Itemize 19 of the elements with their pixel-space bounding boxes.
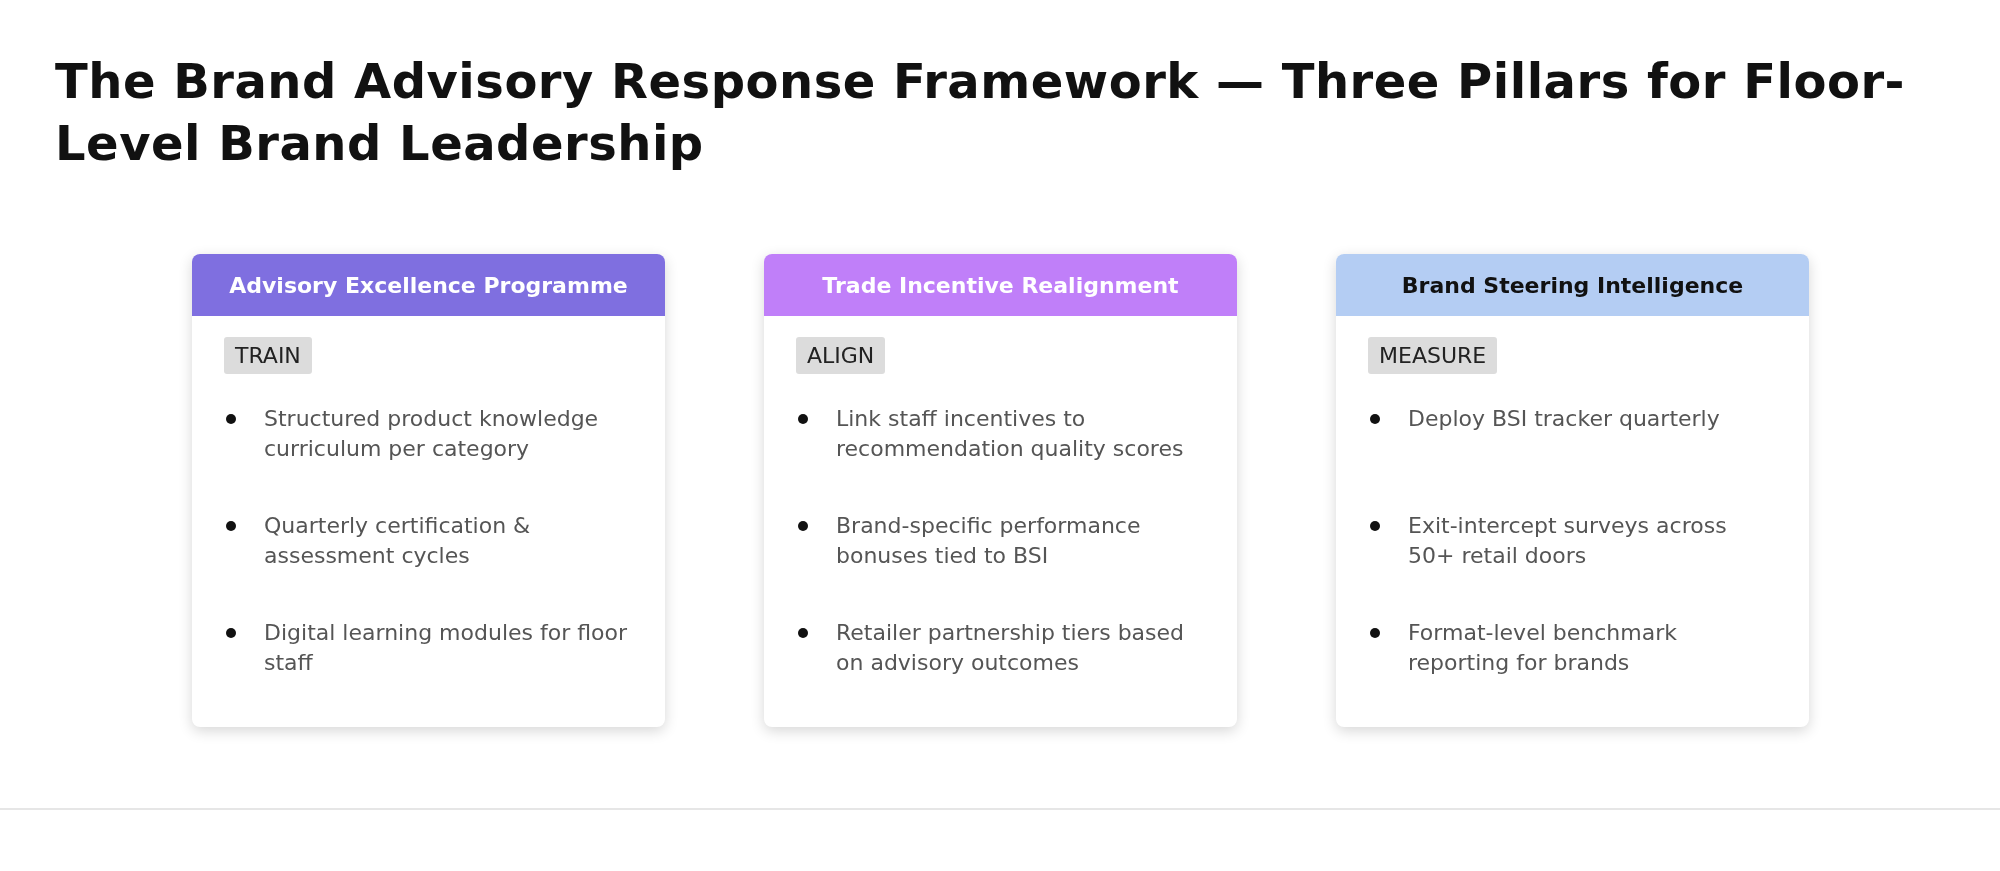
bullet-text: Link staff incentives to recommendation quality scores xyxy=(836,405,1185,463)
bullet-text: Digital learning modules for floor staff xyxy=(264,619,629,677)
bullet-text: Brand-specific performance bonuses tied to BSI xyxy=(836,512,1142,570)
tag-label: MEASURE xyxy=(1368,337,1498,374)
pillar-card xyxy=(1336,254,1809,727)
card-header: Trade Incentive Realignment xyxy=(764,254,1237,316)
tag-label: TRAIN xyxy=(224,337,312,374)
bullet-text: Quarterly certification & assessment cycles xyxy=(264,512,532,570)
bullet-text: Retailer partnership tiers based on advisory outcomes xyxy=(836,619,1186,677)
card-header: Advisory Excellence Programme xyxy=(192,254,665,316)
bullet-text: Deploy BSI tracker quarterly xyxy=(1408,405,1721,433)
pillar-card xyxy=(764,254,1237,727)
card-header: Brand Steering Intelligence xyxy=(1336,254,1809,316)
bullet-text: Exit-intercept surveys across 50+ retail doors xyxy=(1408,512,1728,570)
pillar-card xyxy=(192,254,665,727)
tag-label: ALIGN xyxy=(796,337,886,374)
page-title: The Brand Advisory Response Framework — Three Pillars for Floor-Level Brand Leadership xyxy=(55,52,1906,173)
bullet-text: Structured product knowledge curriculum per category xyxy=(264,405,600,463)
bullet-text: Format-level benchmark reporting for brands xyxy=(1408,619,1678,677)
